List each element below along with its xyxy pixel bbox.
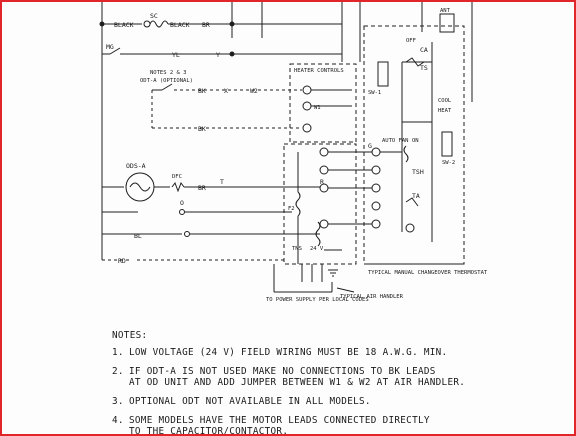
label-w1: W1 — [314, 105, 321, 111]
label-o: O — [180, 199, 184, 207]
label-auto-fan: AUTO FAN — [382, 138, 409, 144]
terminal-w1 — [302, 101, 312, 111]
terminal-bk — [302, 123, 312, 133]
notes-heading: NOTES: — [112, 330, 148, 341]
terminal — [405, 223, 415, 233]
label-bk-2: BK — [198, 125, 206, 133]
junction-dot — [229, 51, 235, 57]
heater-controls-box — [289, 63, 357, 143]
junction-dot — [229, 21, 235, 27]
label-ant: ANT — [440, 8, 451, 14]
label-br-top: BR — [202, 21, 210, 29]
label-w2: W2 — [250, 87, 258, 95]
label-sw2: SW-2 — [442, 160, 455, 166]
label-mg: MG — [106, 43, 114, 51]
label-ta: TA — [412, 192, 420, 200]
terminal-o — [179, 209, 185, 215]
note-item: 3. OPTIONAL ODT NOT AVAILABLE IN ALL MOD… — [112, 396, 552, 407]
thermostat-terminal-r — [371, 183, 381, 193]
note-number: 4. — [112, 415, 124, 426]
notes-section: NOTES: 1. LOW VOLTAGE (24 V) FIELD WIRIN… — [112, 330, 552, 436]
note-number: 3. — [112, 396, 124, 407]
leader-line — [336, 287, 355, 293]
label-tsh: TSH — [412, 168, 424, 176]
note-text: SOME MODELS HAVE THE MOTOR LEADS CONNECT… — [129, 415, 430, 436]
note-text: LOW VOLTAGE (24 V) FIELD WIRING MUST BE … — [129, 347, 448, 358]
note-item: 2. IF ODT-A IS NOT USED MAKE NO CONNECTI… — [112, 366, 552, 388]
terminal-y — [319, 165, 329, 175]
thermostat-terminal-y — [371, 165, 381, 175]
label-24v: 24 V — [310, 246, 324, 252]
thermostat-terminal-g — [371, 147, 381, 157]
note-text: IF ODT-A IS NOT USED MAKE NO CONNECTIONS… — [129, 366, 466, 388]
label-t: T — [220, 178, 224, 186]
ods-a-motor-symbol — [129, 182, 151, 192]
note-text: OPTIONAL ODT NOT AVAILABLE IN ALL MODELS… — [129, 396, 371, 407]
label-tns: TNS — [292, 246, 302, 252]
label-thermostat: TYPICAL MANUAL CHANGEOVER THERMOSTAT — [368, 270, 488, 276]
label-x: X — [224, 87, 228, 95]
terminal-g — [319, 147, 329, 157]
air-handler-box — [283, 143, 357, 265]
note-item: 4. SOME MODELS HAVE THE MOTOR LEADS CONN… — [112, 415, 552, 436]
tsh-symbol — [403, 145, 409, 163]
label-black-2: BLACK — [170, 21, 190, 29]
label-black-1: BLACK — [114, 21, 134, 29]
label-notes-ref: NOTES 2 & 3 — [150, 70, 186, 76]
label-ca: CA — [420, 46, 428, 54]
label-r: R — [320, 178, 324, 186]
label-on: ON — [412, 138, 419, 144]
terminal-w2 — [302, 85, 312, 95]
label-y: Y — [216, 51, 220, 59]
note-number: 1. — [112, 347, 124, 358]
mg-switch-symbol — [109, 47, 121, 55]
terminal-c — [319, 219, 329, 229]
label-f2: F2 — [288, 206, 295, 212]
terminal — [143, 20, 151, 28]
label-sc: SC — [150, 12, 158, 20]
junction-dot — [99, 21, 105, 27]
label-heat: HEAT — [438, 108, 452, 114]
sw1-switch-symbol — [377, 61, 389, 87]
thermostat-terminal-w — [371, 201, 381, 211]
label-air-handler: TYPICAL AIR HANDLER — [340, 294, 404, 300]
label-ods-a: ODS-A — [126, 162, 146, 170]
label-bk-1: BK — [198, 87, 206, 95]
label-yl: YL — [172, 51, 180, 59]
anticipator-symbol — [439, 13, 455, 33]
label-heater-controls: HEATER CONTROLS — [294, 68, 344, 74]
ta-switch-symbol — [405, 197, 419, 207]
terminal — [184, 231, 190, 237]
ts-switch-symbol — [405, 57, 425, 67]
note-item: 1. LOW VOLTAGE (24 V) FIELD WIRING MUST … — [112, 347, 552, 358]
label-br-mid: BR — [198, 184, 206, 192]
label-power-supply: TO POWER SUPPLY PER LOCAL CODES — [266, 297, 369, 303]
sc-coil-symbol — [149, 20, 169, 28]
label-ts: TS — [420, 64, 428, 72]
note-number: 2. — [112, 366, 124, 377]
transformer-primary — [295, 191, 301, 217]
label-cool: COOL — [438, 98, 452, 104]
thermostat-terminal-o — [371, 219, 381, 229]
sw2-switch-symbol — [441, 131, 453, 157]
label-rd: RD — [118, 257, 126, 265]
dfc-symbol — [171, 181, 185, 193]
label-odt-a: ODT-A (OPTIONAL) — [140, 78, 193, 84]
label-off: OFF — [406, 38, 416, 44]
label-bl: BL — [134, 232, 142, 240]
label-g: G — [368, 142, 372, 150]
odt-switch-symbol — [161, 83, 173, 91]
label-sw1: SW-1 — [368, 90, 381, 96]
label-dfc: DFC — [172, 174, 182, 180]
